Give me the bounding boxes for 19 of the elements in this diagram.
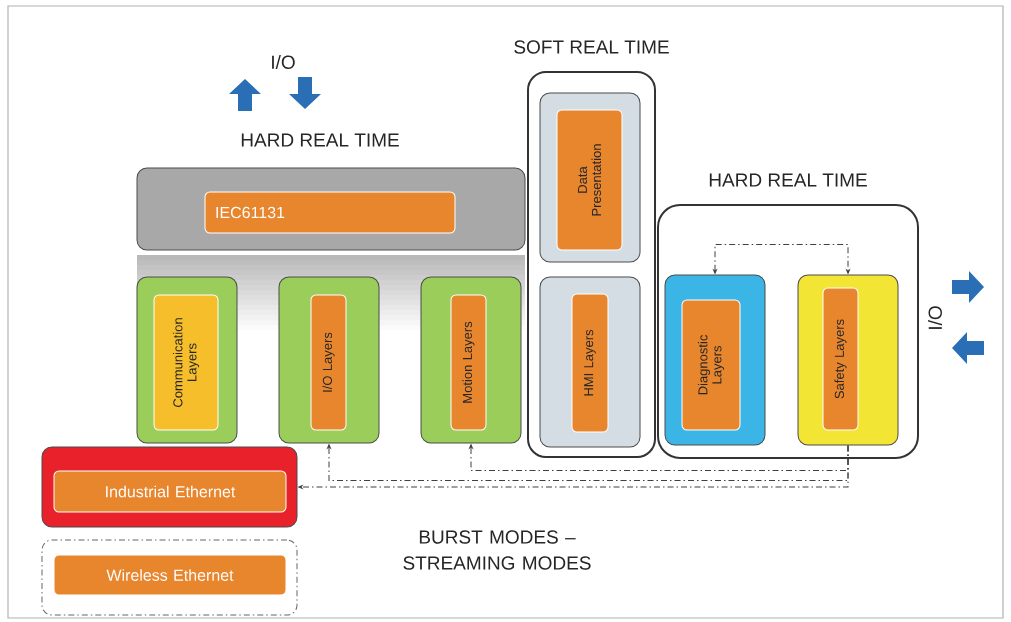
network-box: Wireless Ethernet [41,539,298,616]
layer-bar: IEC61131 [136,167,526,251]
node-label: SOFT REAL TIME [514,40,669,54]
layer-box: Safety Layers [797,274,899,446]
network-box: Industrial Ethernet [41,446,298,528]
layer-box: HMI Layers [539,276,641,448]
connector-arrow [327,444,849,481]
heading-label: I/O [272,55,295,69]
connector-arrow [713,244,850,274]
heading-label: HARD REAL TIME [241,133,399,147]
layer-box: I/O Layers [278,276,380,444]
layer-box: Diagnostic Layers [664,274,766,446]
connector-arrow [469,444,849,471]
layer-box: Data Presentation [539,92,641,263]
heading-label: I/O [928,306,942,329]
node-label: HARD REAL TIME [709,173,867,187]
heading-label: BURST MODES – STREAMING MODES [403,530,591,570]
layer-box: Motion Layers [420,276,522,444]
layer-box: Communication Layers [136,276,238,444]
